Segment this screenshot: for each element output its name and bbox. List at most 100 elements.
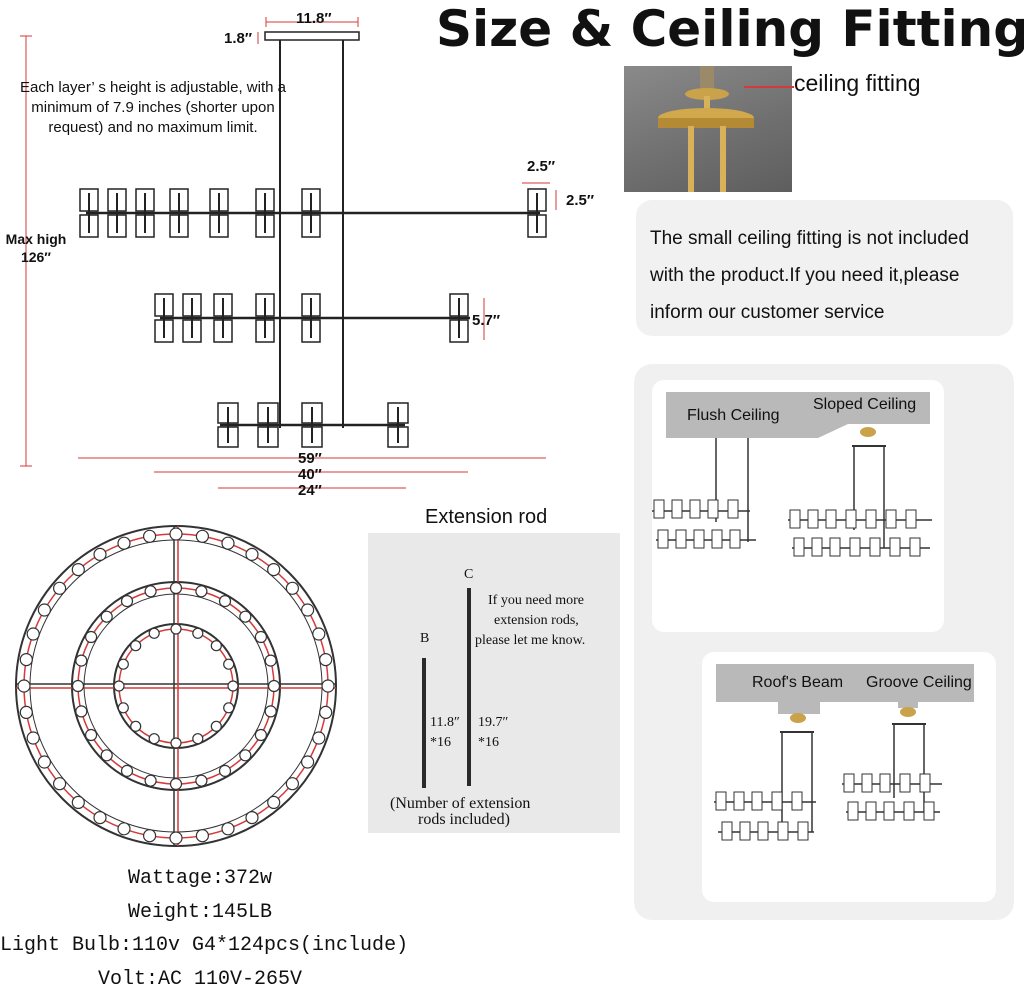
sloped-ceiling-label: Sloped Ceiling [813,396,917,413]
height-adjust-note: Each layer’ s height is adjustable, with… [20,79,286,136]
bulb-marker [26,627,40,641]
bulb-marker [93,547,107,561]
bulb-marker [84,630,98,644]
mini-shade [845,509,857,529]
bulb-marker [245,547,259,561]
mini-shade [889,537,901,557]
mini-shade [899,773,911,793]
bulb-marker [75,705,88,718]
bulb-marker [71,679,85,693]
bulb-marker [267,679,281,693]
extension-rod-box: B C If you need more extension rods, ple… [368,533,620,833]
bulb-marker [170,737,182,749]
mini-shade [711,529,723,549]
bulb-marker [245,811,259,825]
more-rods-line1: If you need more [488,593,585,608]
bulb-marker [227,680,239,692]
ceiling-fitting-label: ceiling fitting [794,70,921,96]
bulb-marker [17,679,31,693]
mini-shade [727,499,739,519]
bulb-marker [301,603,315,617]
page-title: Size & Ceiling Fitting [436,0,1024,58]
bulb-marker [117,658,129,670]
mini-shade [693,529,705,549]
bulb-marker [267,562,281,577]
top-height-label: 1.8″ [224,30,253,47]
ceiling-fitting-photo [624,66,792,192]
flush-sloped-card [652,380,944,632]
mini-shade [671,499,683,519]
flush-ceiling-label: Flush Ceiling [687,407,780,424]
rod-c-length: 19.7″ [478,715,509,730]
bulb-marker [26,731,40,745]
top-view-diagram [15,525,337,847]
bulb-marker [142,529,157,543]
rod-b [422,658,426,788]
bulb-marker [195,585,208,598]
bulb-marker [223,702,235,714]
bulb-marker [37,755,51,769]
bulb-marker [100,610,113,623]
mini-shade [847,801,859,821]
bulb-marker [192,733,204,745]
mini-shade [793,537,805,557]
mini-shade [721,821,733,841]
fitting-pointer-line [744,86,794,88]
beam-groove-card [702,652,996,902]
rod-c-label: C [464,567,474,582]
bulb-marker [264,654,277,667]
width-40-label: 40″ [298,466,322,483]
bulb-marker [319,652,333,667]
mini-shade [733,791,745,811]
bulb-marker [52,581,67,595]
bulb-marker [195,774,208,787]
bulb-marker [170,623,182,635]
bulb-marker [148,627,160,639]
bulb-marker [319,705,333,719]
roofs-beam-label: Roof's Beam [752,674,844,691]
bulb-marker [144,585,157,598]
mini-shade [909,537,921,557]
spec-weight: Weight:145LB [127,900,273,924]
bulb-marker [130,640,142,652]
bulb-marker [130,720,142,732]
mini-shade [791,791,803,811]
shade-width-label: 2.5″ [527,158,556,175]
mini-shade [903,801,915,821]
bulb-marker [221,536,235,550]
bulb-marker [100,749,113,762]
bulb-marker [210,640,222,652]
extension-rod-title: Extension rod [425,506,548,528]
bulb-marker [285,581,300,595]
bulb-marker [264,705,277,718]
bulb-marker [301,755,315,769]
bulb-marker [71,562,85,577]
mini-shade [811,537,823,557]
spec-wattage: Wattage:372w [127,867,273,890]
rod-c [467,588,471,786]
bulb-marker [312,627,326,641]
bulb-marker [117,822,131,836]
mini-shade [865,509,877,529]
bulb-marker [218,594,232,608]
max-high-label: Max high 126″ [0,230,72,266]
bulb-marker [254,630,268,644]
bulb-marker [312,731,326,745]
bulb-marker [267,795,281,810]
bulb-marker [239,749,252,762]
bulb-marker [192,627,204,639]
mini-shade [865,801,877,821]
rod-c-count: *16 [478,735,499,750]
mini-shade [715,791,727,811]
bulb-marker [120,764,134,778]
bulb-marker [210,720,222,732]
mini-shade [789,509,801,529]
rods-included-line1: (Number of extension [390,795,531,812]
mini-shade [675,529,687,549]
max-high-text: Max high [5,231,67,247]
rod-b-count: *16 [430,735,451,750]
mini-shade [825,509,837,529]
spec-volt: Volt:AC 110V-265V [97,967,303,991]
bulb-marker [93,811,107,825]
bulb-marker [254,728,268,742]
